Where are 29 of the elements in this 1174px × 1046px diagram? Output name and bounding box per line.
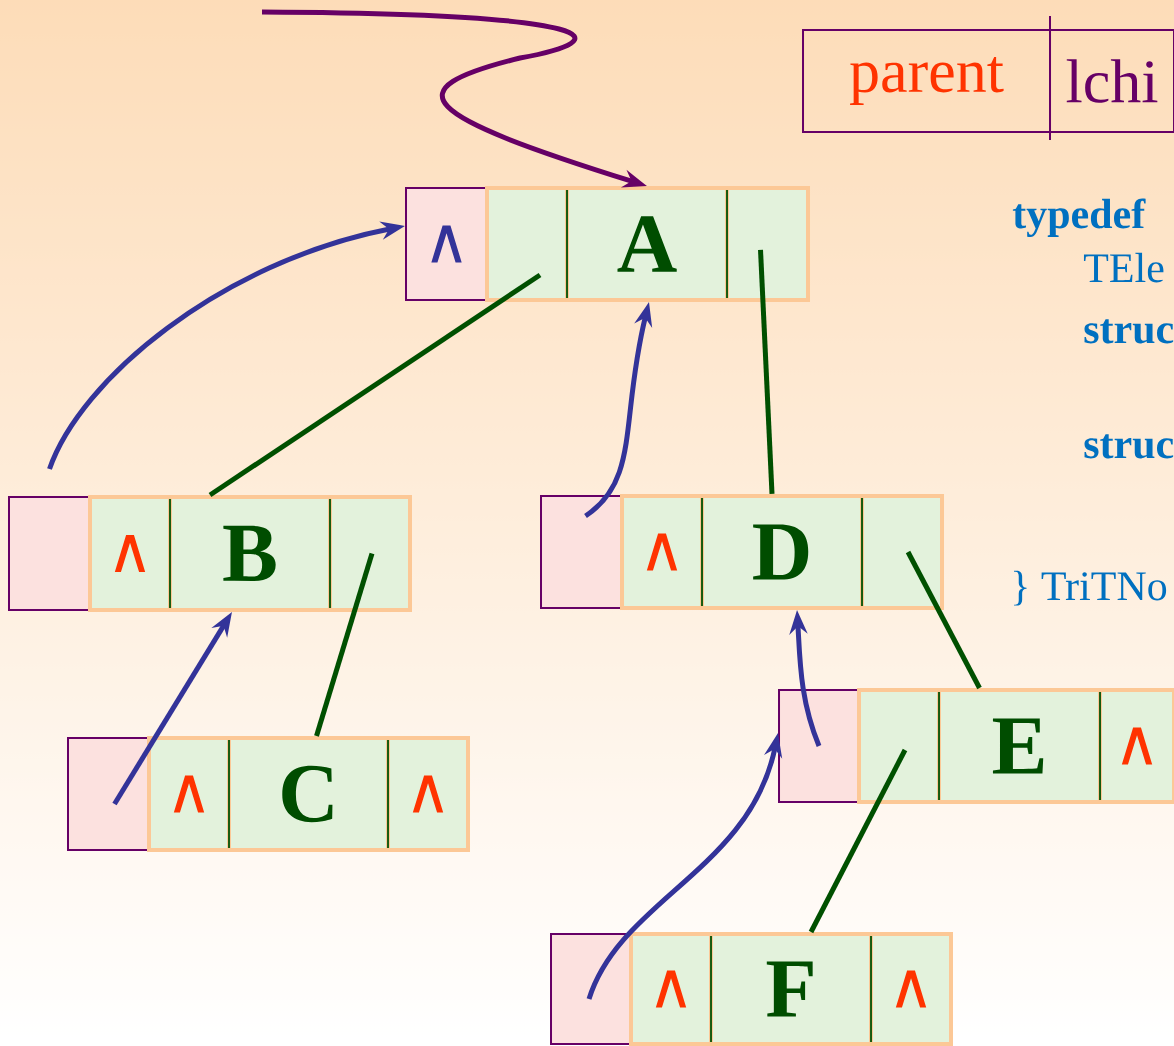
data-cell: B [168, 495, 332, 612]
null-pointer-cell: ∧ [869, 932, 953, 1046]
null-pointer-cell: ∧ [620, 494, 704, 610]
null-pointer-cell: ∧ [147, 736, 231, 852]
code-text: typedef [1012, 198, 1146, 238]
tree-link-line [758, 249, 775, 495]
code-text: TEle [1083, 252, 1164, 283]
pointer-cell [550, 933, 632, 1045]
header-cell: lchi [1049, 29, 1174, 133]
code-text: struc [1084, 434, 1174, 459]
code-text: } TriTNo [1014, 570, 1167, 606]
header-cell: parent [802, 29, 1051, 133]
null-pointer-cell: ∧ [405, 187, 488, 301]
null-pointer-cell: ∧ [1098, 688, 1174, 804]
data-cell: C [227, 736, 390, 852]
data-cell: A [565, 186, 729, 302]
pointer-cell [67, 737, 150, 851]
tree-link-line [905, 550, 982, 690]
pointer-cell [8, 496, 91, 611]
pointer-cell [778, 689, 860, 803]
tree-link-line [314, 552, 375, 737]
tree-link-line [808, 748, 908, 934]
data-cell: D [700, 494, 864, 610]
tree-link-line [208, 272, 542, 498]
pointer-cell [540, 495, 623, 609]
null-pointer-cell: ∧ [629, 932, 713, 1046]
code-text: struc [1084, 319, 1174, 344]
null-pointer-cell: ∧ [386, 736, 470, 852]
null-pointer-cell: ∧ [88, 495, 172, 612]
